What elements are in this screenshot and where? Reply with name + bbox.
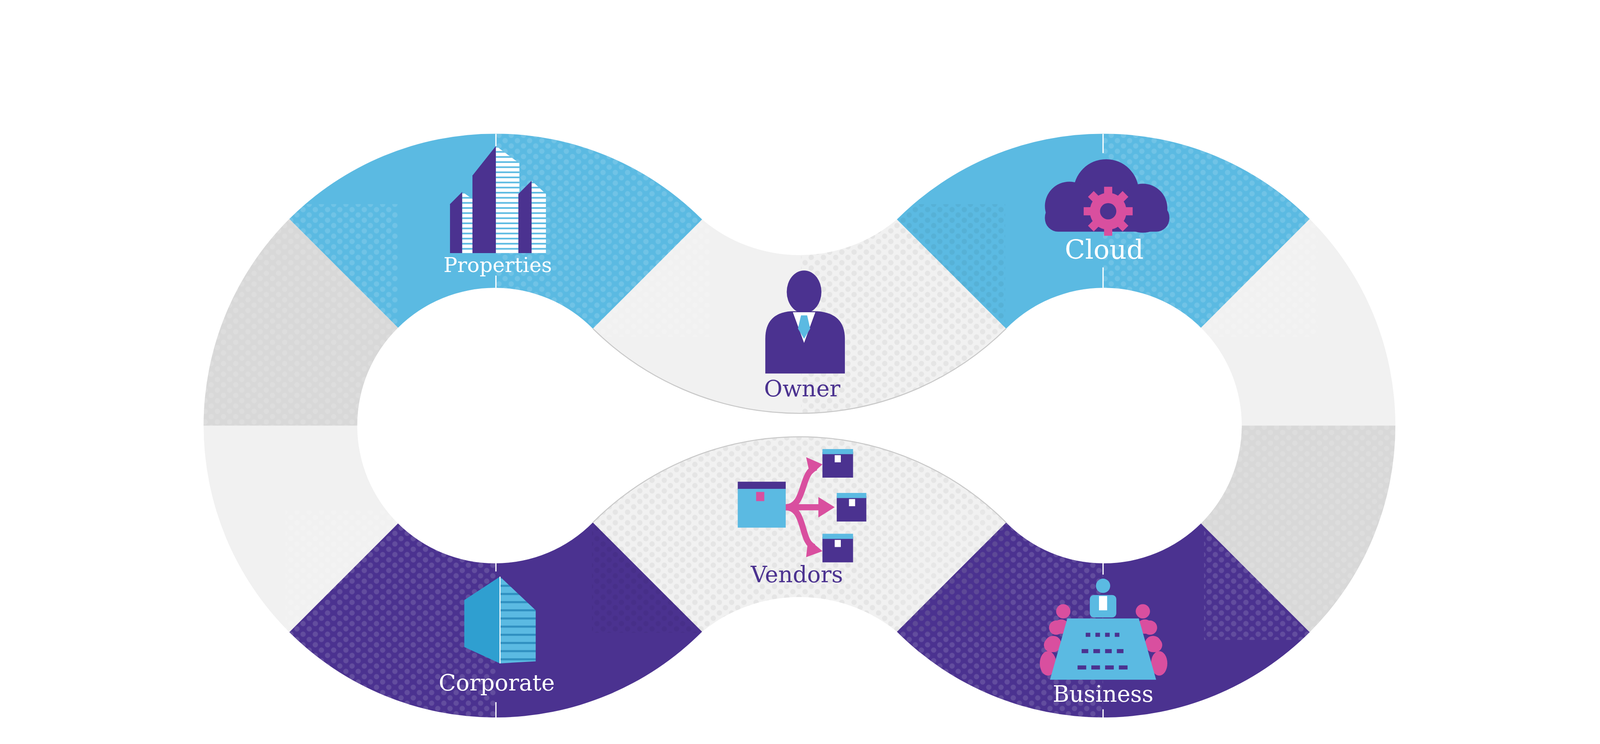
icon-part xyxy=(499,576,501,664)
icon-part xyxy=(1077,665,1087,670)
icon-part xyxy=(765,311,845,374)
meeting-icon xyxy=(1039,578,1168,680)
icon-part xyxy=(822,533,853,539)
icon-part xyxy=(1089,594,1117,618)
icon-part xyxy=(1083,207,1094,216)
icon-part xyxy=(1115,191,1129,204)
icon-part xyxy=(449,191,463,253)
distribution-icon xyxy=(737,448,867,563)
person-icon xyxy=(765,270,845,374)
icon-part xyxy=(1100,203,1117,220)
icon-part xyxy=(755,491,765,502)
ring-segment: Vendors xyxy=(746,559,848,589)
dot-texture xyxy=(591,428,1011,633)
icon-part xyxy=(1105,632,1110,637)
icon-part xyxy=(786,270,822,314)
blue-segment xyxy=(87,17,904,426)
dot-texture xyxy=(193,203,399,426)
segment-label: Vendors xyxy=(750,561,844,588)
icon-part xyxy=(1119,665,1128,670)
icon-part xyxy=(1115,218,1129,232)
buildings-icon xyxy=(449,145,547,253)
ring-segment: Owner xyxy=(759,373,845,403)
segment-label: Properties xyxy=(443,253,553,278)
icon-part xyxy=(806,456,823,476)
icon-part xyxy=(531,180,547,253)
icon-part xyxy=(1055,603,1071,619)
icon-part xyxy=(1104,186,1113,197)
icon-part xyxy=(822,448,853,454)
icon-part xyxy=(1148,637,1163,652)
icon-part xyxy=(1116,648,1124,653)
icon-part xyxy=(806,538,823,557)
tick xyxy=(1102,708,1104,717)
icon-part xyxy=(1049,618,1157,680)
icon-part xyxy=(1049,620,1064,635)
dot-texture xyxy=(1203,425,1409,640)
tick xyxy=(1102,267,1104,289)
icon-part xyxy=(834,454,856,547)
icon-part xyxy=(472,145,496,253)
icon-part xyxy=(836,492,867,498)
icon-part xyxy=(1095,578,1111,593)
icon-part xyxy=(495,145,520,253)
icon-part xyxy=(834,454,841,463)
icon-part xyxy=(1098,595,1108,611)
icon-part xyxy=(822,448,867,539)
cloud-gear-icon xyxy=(1045,159,1170,236)
icon-part xyxy=(1105,665,1114,670)
icon-part xyxy=(1095,632,1100,637)
tick xyxy=(1102,133,1104,153)
ring-segment: Cloud xyxy=(1060,232,1148,267)
icon-part xyxy=(1043,637,1059,652)
tick xyxy=(1102,562,1104,575)
icon-part xyxy=(1091,665,1101,670)
icon-part xyxy=(836,495,867,522)
icon-part xyxy=(1077,632,1128,670)
icon-part xyxy=(737,488,786,528)
icon-part xyxy=(1142,620,1158,635)
segment-label: Cloud xyxy=(1064,234,1144,265)
ring-segment: Properties xyxy=(439,251,557,279)
icon-part xyxy=(1122,207,1133,216)
icon-part xyxy=(822,451,853,478)
icon-part xyxy=(1114,632,1120,637)
icon-part xyxy=(848,498,855,506)
icon-part xyxy=(1093,648,1100,653)
icon-part xyxy=(1083,186,1133,236)
segment-label: Owner xyxy=(764,375,841,402)
tick xyxy=(495,275,497,289)
icon-part xyxy=(1088,191,1101,204)
icon-part xyxy=(1135,603,1151,619)
tick xyxy=(495,562,497,572)
ring-segment: Corporate xyxy=(434,667,559,697)
icon-part xyxy=(822,536,853,562)
office-building-icon xyxy=(464,576,537,664)
icon-part xyxy=(1085,632,1091,637)
segment-label: Corporate xyxy=(438,669,555,696)
segment-label: Business xyxy=(1052,680,1154,707)
icon-part xyxy=(1088,218,1101,232)
icon-part xyxy=(834,539,841,547)
icon-part xyxy=(797,315,810,339)
icon-part xyxy=(818,496,835,518)
icon-part xyxy=(737,481,786,490)
icon-part xyxy=(1105,648,1112,653)
blue-segment xyxy=(694,17,1512,426)
icon-part xyxy=(822,451,867,563)
icon-part xyxy=(792,312,816,343)
tick xyxy=(495,701,497,717)
dot-texture xyxy=(495,102,711,337)
icon-part xyxy=(518,180,532,253)
ring-segment: Business xyxy=(1048,679,1158,709)
icon-part xyxy=(1081,648,1089,653)
icon-part xyxy=(499,576,536,664)
icon-part xyxy=(464,576,501,664)
